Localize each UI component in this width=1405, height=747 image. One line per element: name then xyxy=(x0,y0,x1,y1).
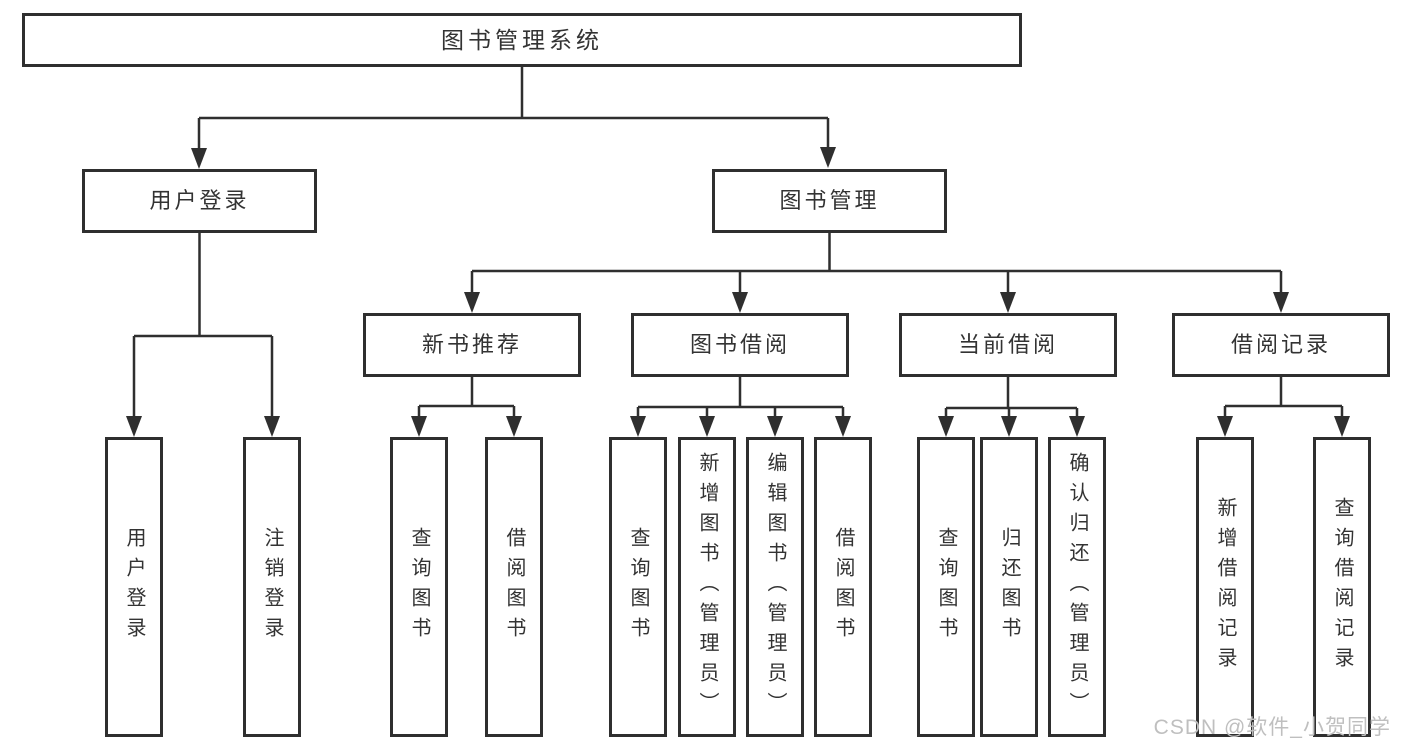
node-leaf-logout: 注销登录 xyxy=(243,437,301,737)
node-library-management-system: 图书管理系统 xyxy=(22,13,1022,67)
node-current-borrowing: 当前借阅 xyxy=(899,313,1117,377)
node-user-login-branch: 用户登录 xyxy=(82,169,317,233)
node-leaf-confirm-return-admin: 确认归还（管理员） xyxy=(1048,437,1106,737)
node-book-management: 图书管理 xyxy=(712,169,947,233)
watermark: CSDN @软件_小贺同学 xyxy=(1153,716,1391,739)
node-book-borrowing: 图书借阅 xyxy=(631,313,849,377)
node-borrowing-records: 借阅记录 xyxy=(1172,313,1390,377)
node-leaf-add-books-admin: 新增图书（管理员） xyxy=(678,437,736,737)
node-leaf-add-borrow-record: 新增借阅记录 xyxy=(1196,437,1254,737)
node-leaf-query-books-2: 查询图书 xyxy=(609,437,667,737)
node-new-book-recommendation: 新书推荐 xyxy=(363,313,581,377)
node-leaf-user-login: 用户登录 xyxy=(105,437,163,737)
node-leaf-borrow-books-2: 借阅图书 xyxy=(814,437,872,737)
node-leaf-query-books-3: 查询图书 xyxy=(917,437,975,737)
node-leaf-query-borrow-record: 查询借阅记录 xyxy=(1313,437,1371,737)
arrowheads xyxy=(126,147,1350,437)
node-leaf-borrow-books-1: 借阅图书 xyxy=(485,437,543,737)
node-leaf-query-books-1: 查询图书 xyxy=(390,437,448,737)
node-leaf-return-books: 归还图书 xyxy=(980,437,1038,737)
node-leaf-edit-books-admin: 编辑图书（管理员） xyxy=(746,437,804,737)
